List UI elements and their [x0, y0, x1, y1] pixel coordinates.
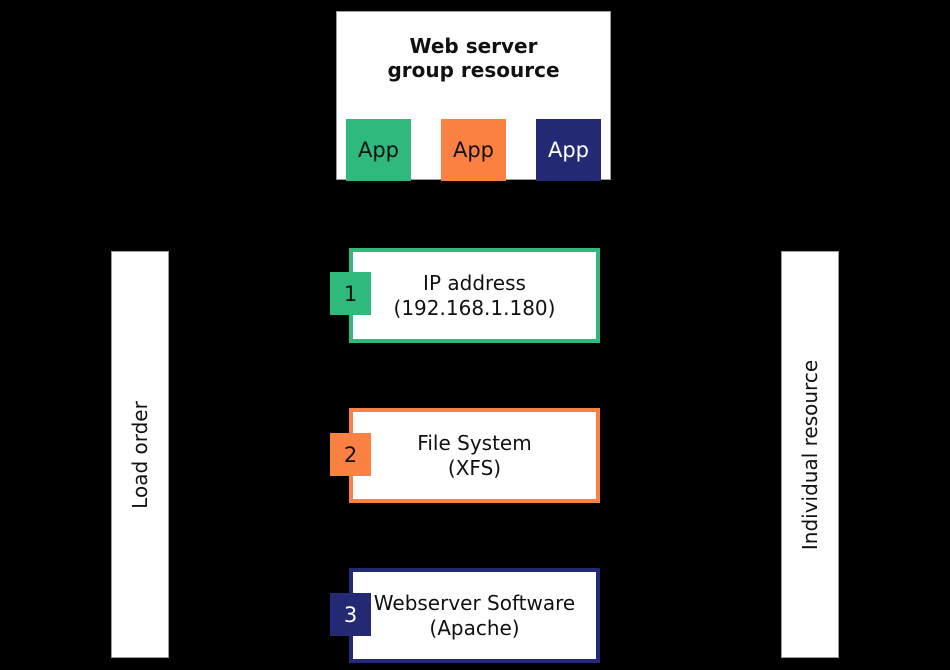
individual-resource-bar: Individual resource	[781, 251, 839, 658]
app-box-label: App	[547, 138, 590, 162]
app-box-green: App	[346, 119, 411, 181]
app-box-orange: App	[441, 119, 506, 181]
resource-box-label: File System (XFS)	[417, 430, 532, 480]
resource-order-number: 2	[343, 442, 358, 467]
group-panel-title: Web server group resource	[387, 34, 560, 82]
resource-box-label: Webserver Software (Apache)	[373, 590, 576, 640]
app-box-label: App	[357, 138, 400, 162]
resource-order-number: 1	[343, 281, 358, 306]
resource-order-badge-2: 2	[330, 433, 371, 476]
load-order-bar-label: Load order	[128, 400, 153, 509]
web-server-group-resource-panel: Web server group resource App App App	[336, 11, 611, 181]
resource-box-webserver-software: Webserver Software (Apache)	[349, 568, 600, 663]
app-box-navy: App	[536, 119, 601, 181]
resource-box-label: IP address (192.168.1.180)	[393, 270, 556, 320]
resource-order-badge-1: 1	[330, 272, 371, 315]
app-box-row: App App App	[337, 119, 610, 181]
app-box-label: App	[452, 138, 495, 162]
resource-box-ip-address: IP address (192.168.1.180)	[349, 248, 600, 343]
individual-resource-bar-label: Individual resource	[798, 359, 823, 550]
resource-box-file-system: File System (XFS)	[349, 408, 600, 503]
resource-order-badge-3: 3	[330, 593, 371, 636]
resource-order-number: 3	[343, 602, 358, 627]
load-order-bar: Load order	[111, 251, 169, 658]
